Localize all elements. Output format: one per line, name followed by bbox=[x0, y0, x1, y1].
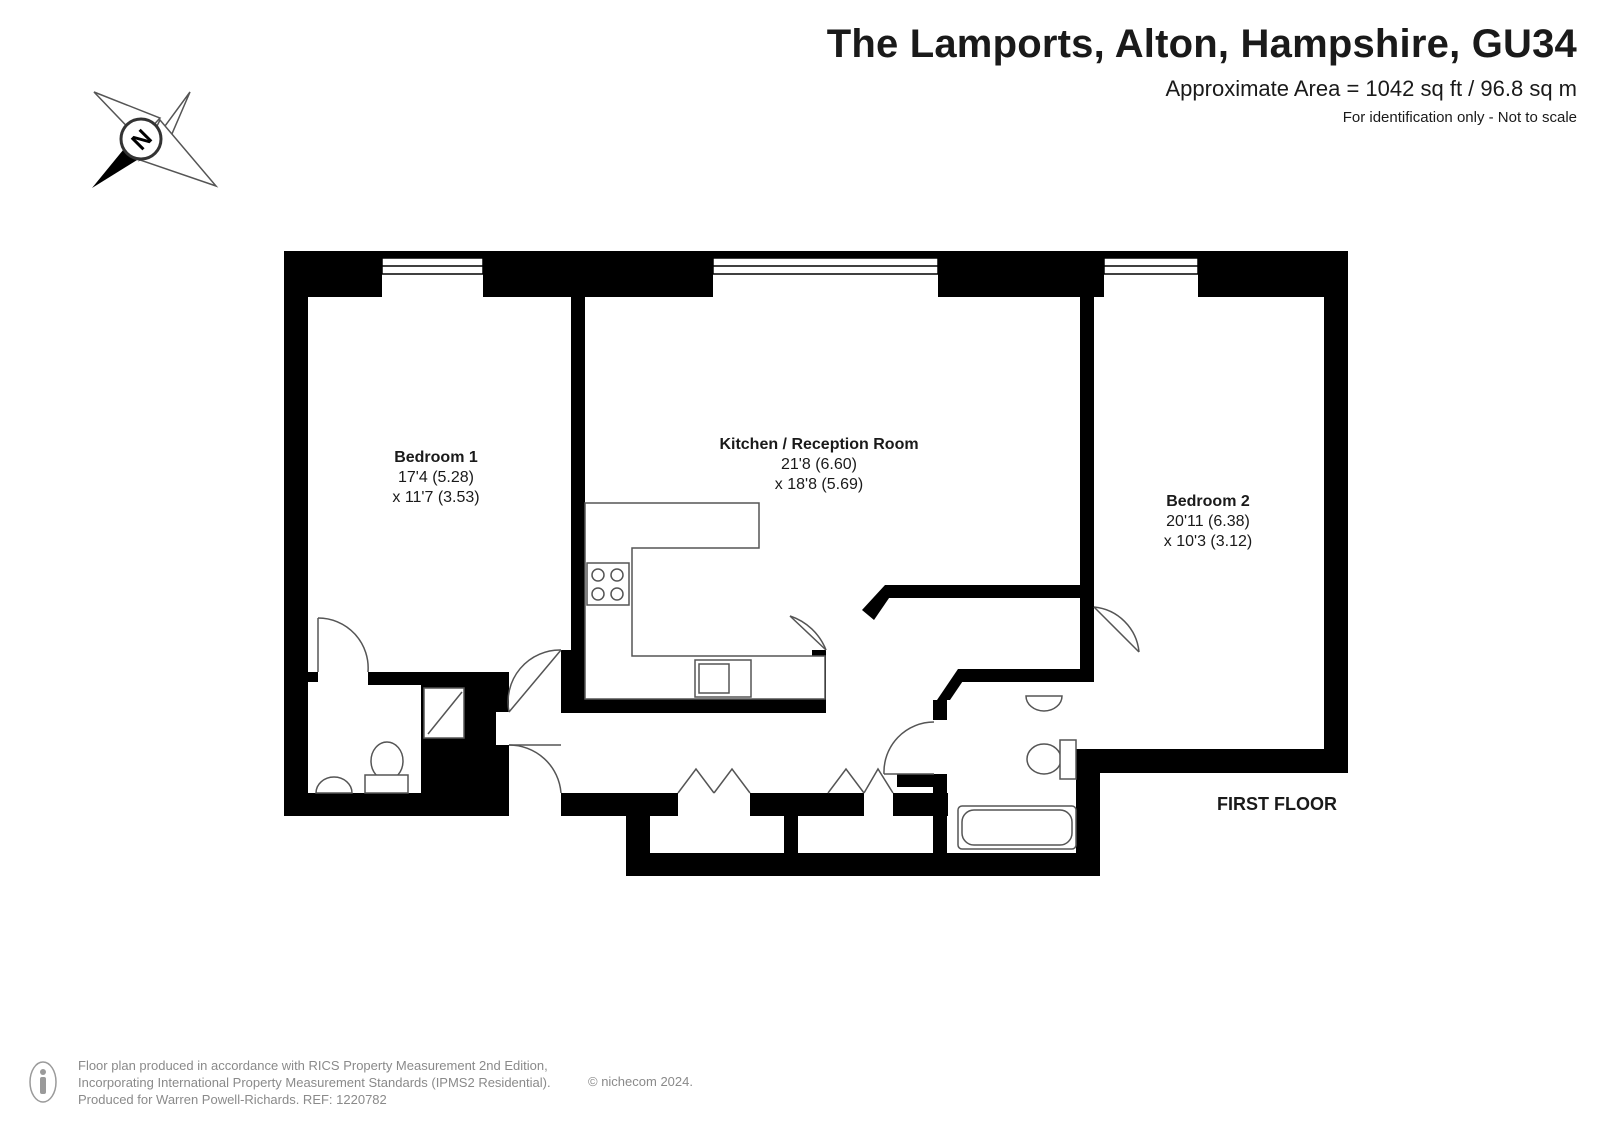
person-icon bbox=[29, 1061, 57, 1103]
room-kitchen-reception: Kitchen / Reception Room 21'8 (6.60) x 1… bbox=[719, 435, 918, 495]
room-dimension: x 10'3 (3.12) bbox=[1163, 533, 1253, 550]
basin-icon bbox=[315, 776, 353, 794]
room-dimension: x 18'8 (5.69) bbox=[774, 476, 864, 493]
room-bedroom-1: Bedroom 1 17'4 (5.28) x 11'7 (3.53) bbox=[392, 448, 479, 508]
basin-icon bbox=[1025, 695, 1063, 712]
footer-line: Incorporating International Property Mea… bbox=[78, 1075, 551, 1090]
footer-line: Produced for Warren Powell-Richards. REF… bbox=[78, 1092, 387, 1107]
room-dimension: 21'8 (6.60) bbox=[781, 456, 857, 473]
room-dimension: 17'4 (5.28) bbox=[398, 469, 474, 486]
doors bbox=[317, 606, 1140, 794]
room-bedroom-2: Bedroom 2 20'11 (6.38) x 10'3 (3.12) bbox=[1164, 492, 1252, 552]
room-dimension: x 11'7 (3.53) bbox=[392, 489, 480, 506]
windows bbox=[381, 257, 1199, 275]
bathroom-fixtures bbox=[957, 695, 1077, 850]
room-name: Bedroom 2 bbox=[1166, 493, 1250, 510]
toilet-icon bbox=[1026, 743, 1062, 775]
room-name: Kitchen / Reception Room bbox=[719, 436, 919, 453]
approximate-area: Approximate Area = 1042 sq ft / 96.8 sq … bbox=[1165, 76, 1577, 101]
room-dimension: 20'11 (6.38) bbox=[1166, 513, 1250, 530]
footer-notes: Floor plan produced in accordance with R… bbox=[78, 1057, 551, 1108]
copyright: © nichecom 2024. bbox=[588, 1074, 693, 1089]
page-title: The Lamports, Alton, Hampshire, GU34 bbox=[826, 22, 1577, 66]
room-name: Bedroom 1 bbox=[394, 449, 478, 466]
north-compass-icon: N bbox=[92, 91, 219, 188]
floor-label: FIRST FLOOR bbox=[1217, 794, 1337, 814]
scale-note: For identification only - Not to scale bbox=[1342, 109, 1577, 126]
kitchen-counter bbox=[584, 502, 826, 700]
footer-line: Floor plan produced in accordance with R… bbox=[78, 1058, 548, 1073]
walls bbox=[284, 251, 1348, 876]
ensuite-fixtures bbox=[315, 687, 465, 794]
